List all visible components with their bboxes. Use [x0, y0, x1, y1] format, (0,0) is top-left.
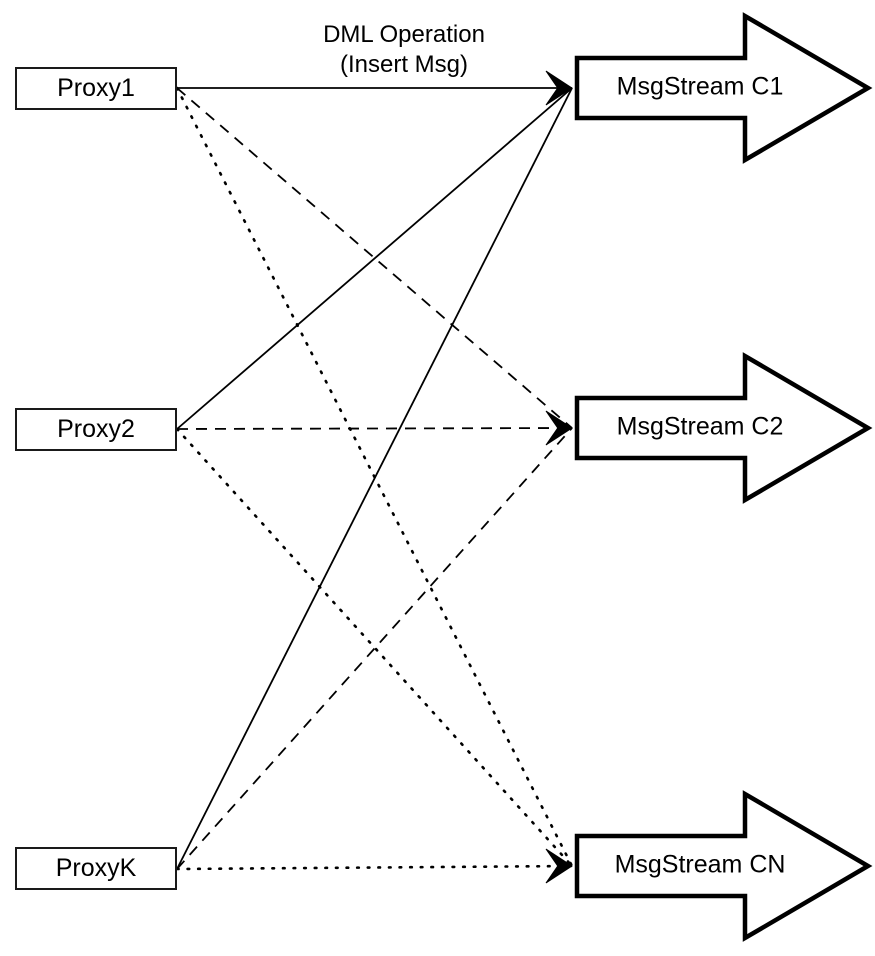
- arrowhead-head-c2: [545, 410, 573, 446]
- operation-label-line1: DML Operation: [323, 21, 485, 48]
- proxy-box-label-proxyK: ProxyK: [56, 854, 137, 882]
- connections-layer: [175, 86, 574, 871]
- msgstream-c2[interactable]: MsgStream C2: [574, 352, 873, 504]
- proxy-box-label-proxy2: Proxy2: [57, 415, 135, 443]
- arrowhead-head-c1: [545, 70, 573, 106]
- proxy-box-rect-proxy1[interactable]: [15, 67, 177, 110]
- msgstream-shape-cn[interactable]: [574, 790, 873, 942]
- connector-proxyK-c2: [176, 427, 573, 870]
- arrowheads-layer: [545, 70, 573, 884]
- operation-label-line2: (Insert Msg): [340, 51, 468, 78]
- connector-proxyK-c1: [176, 87, 573, 870]
- msgstream-c1[interactable]: MsgStream C1: [574, 12, 873, 164]
- msgstream-shape-c1[interactable]: [574, 12, 873, 164]
- connector-proxy2-c2: [176, 427, 573, 430]
- msgstream-label-c1: MsgStream C1: [617, 73, 784, 101]
- proxy-box-rect-proxyK[interactable]: [15, 847, 177, 890]
- proxy-box-proxyK[interactable]: ProxyK: [15, 847, 177, 890]
- arrowhead-head-cn: [545, 848, 573, 884]
- proxy-box-proxy1[interactable]: Proxy1: [15, 67, 177, 110]
- connector-proxy2-c1: [176, 87, 573, 430]
- msgstream-label-cn: MsgStream CN: [615, 851, 786, 879]
- proxy-box-proxy2[interactable]: Proxy2: [15, 408, 177, 451]
- msgstream-shape-c2[interactable]: [574, 352, 873, 504]
- msgstream-cn[interactable]: MsgStream CN: [574, 790, 873, 942]
- connector-proxy2-cn: [175, 427, 574, 868]
- proxy-box-rect-proxy2[interactable]: [15, 408, 177, 451]
- msgstream-label-c2: MsgStream C2: [617, 413, 784, 441]
- operation-label: DML Operation (Insert Msg): [323, 21, 485, 78]
- connector-proxy1-c2: [176, 87, 573, 429]
- connector-proxyK-cn: [175, 864, 574, 871]
- streams-layer: MsgStream C1 MsgStream C2 MsgStream CN: [574, 12, 873, 942]
- proxy-box-label-proxy1: Proxy1: [57, 74, 135, 102]
